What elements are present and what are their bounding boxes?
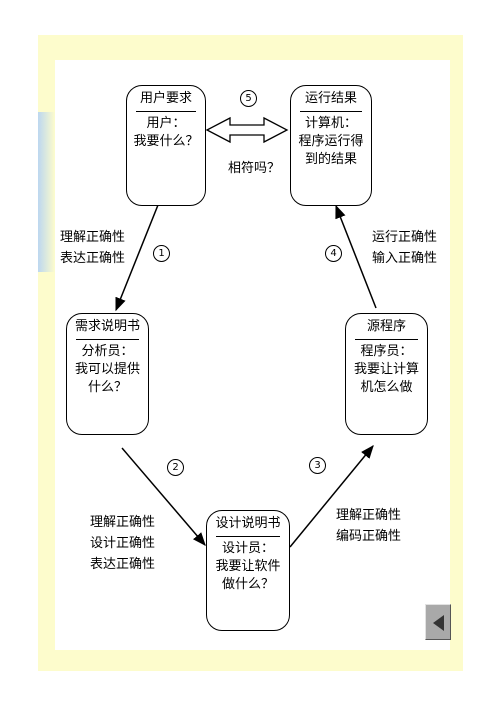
edge-label-1: 理解正确性 表达正确性 bbox=[60, 230, 126, 266]
node-user-title: 用户要求 bbox=[139, 91, 192, 106]
node-spec-title: 需求说明书 bbox=[74, 319, 140, 334]
step-number-4: 4 bbox=[325, 245, 342, 262]
step-number-5: 5 bbox=[240, 90, 257, 107]
node-divider bbox=[355, 339, 418, 340]
edge-label-4: 运行正确性 输入正确性 bbox=[372, 230, 438, 266]
step-number-3: 3 bbox=[309, 457, 326, 474]
edge-label-compare: 相符吗？ bbox=[228, 161, 281, 176]
back-button[interactable] bbox=[425, 604, 451, 640]
node-spec-body: 分析员： 我可以提供 什么？ bbox=[74, 344, 140, 395]
node-source-program: 源程序 程序员： 我要让计算 机怎么做 bbox=[345, 313, 428, 435]
node-design-spec: 设计说明书 设计员： 我要让软件 做什么？ bbox=[206, 510, 290, 631]
node-divider bbox=[76, 339, 139, 340]
edge-label-2: 理解正确性 设计正确性 表达正确性 bbox=[90, 515, 156, 572]
step-number-1: 1 bbox=[153, 245, 170, 262]
node-design-body: 设计员： 我要让软件 做什么？ bbox=[215, 541, 281, 592]
left-triangle-icon bbox=[433, 615, 444, 631]
arrow-user-to-spec bbox=[115, 204, 159, 312]
node-result-title: 运行结果 bbox=[304, 91, 357, 106]
arrow-source-to-result bbox=[335, 204, 377, 309]
step-number-2: 2 bbox=[167, 459, 184, 476]
node-requirement-spec: 需求说明书 分析员： 我可以提供 什么？ bbox=[66, 313, 149, 435]
arrow-design-to-source bbox=[289, 444, 374, 548]
node-source-body: 程序员： 我要让计算 机怎么做 bbox=[353, 344, 419, 395]
node-run-result: 运行结果 计算机： 程序运行得 到的结果 bbox=[290, 85, 372, 206]
slide-accent-strip bbox=[38, 112, 55, 272]
double-arrow-compare bbox=[205, 116, 289, 144]
node-divider bbox=[136, 111, 196, 112]
arrow-spec-to-design bbox=[121, 447, 206, 547]
node-divider bbox=[216, 536, 280, 537]
node-result-body: 计算机： 程序运行得 到的结果 bbox=[298, 116, 364, 167]
node-user-body: 用户： 我要什么？ bbox=[133, 116, 199, 149]
node-source-title: 源程序 bbox=[366, 319, 406, 334]
node-divider bbox=[300, 111, 362, 112]
node-design-title: 设计说明书 bbox=[215, 516, 281, 531]
node-user-requirement: 用户要求 用户： 我要什么？ bbox=[126, 85, 206, 206]
edge-label-3: 理解正确性 编码正确性 bbox=[336, 508, 402, 544]
